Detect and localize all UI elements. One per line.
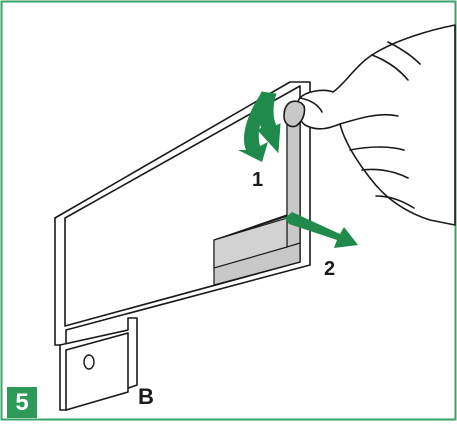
straight-arrow-right-icon bbox=[285, 212, 358, 248]
step-badge-bg bbox=[7, 387, 37, 418]
part-b-label: B bbox=[138, 384, 154, 409]
hand-icon bbox=[283, 24, 456, 226]
callout-2-label: 2 bbox=[324, 258, 335, 280]
mounting-hole bbox=[83, 354, 95, 370]
curved-arrow-down-icon bbox=[238, 91, 281, 162]
step-number-badge: 5 bbox=[15, 388, 29, 416]
callout-1-label: 1 bbox=[252, 169, 263, 191]
